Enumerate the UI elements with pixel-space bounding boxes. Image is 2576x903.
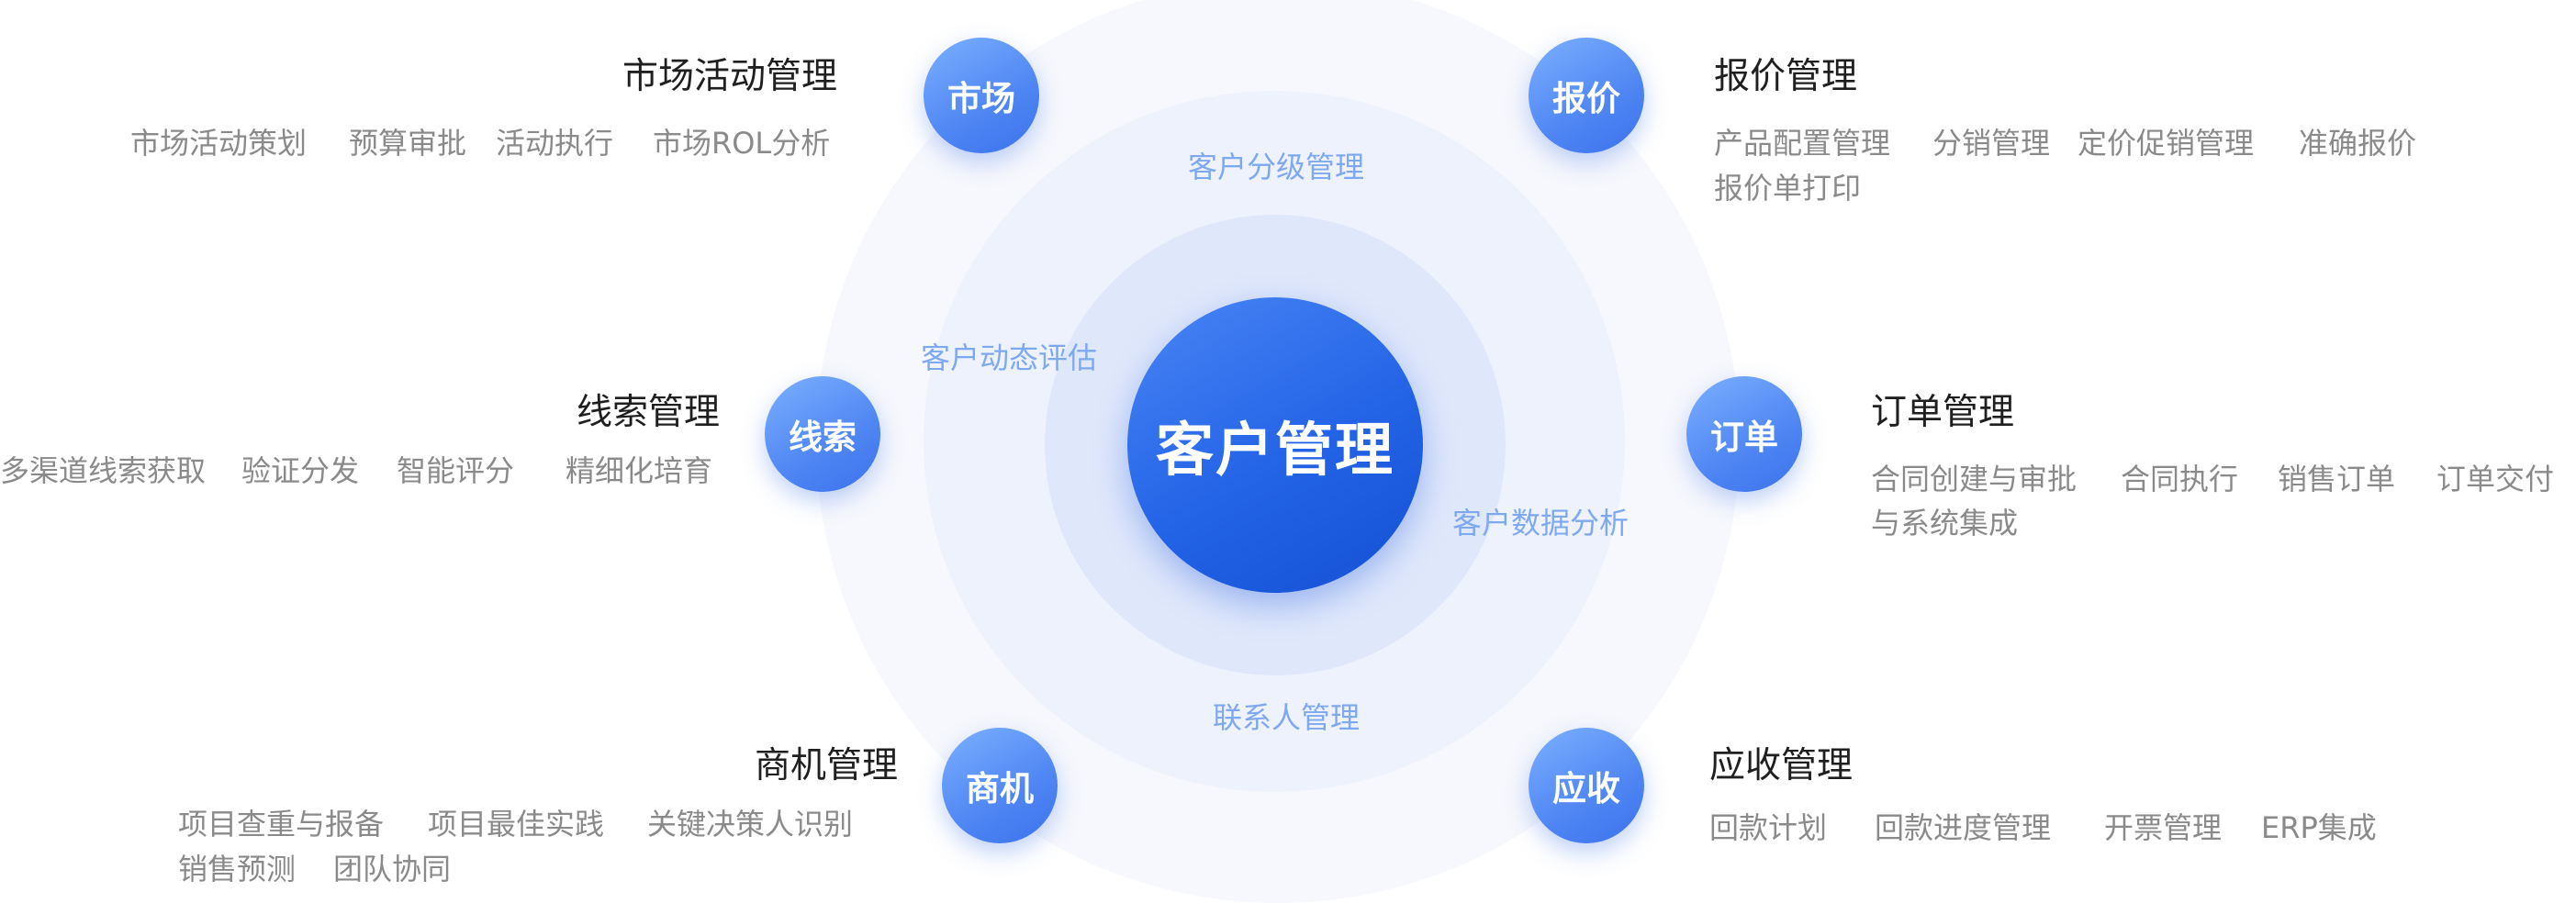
node-market[interactable]: 市场 [924, 38, 1039, 153]
opportunity-item: 关键决策人识别 [647, 807, 854, 842]
receivable-item: ERP集成 [2261, 810, 2377, 845]
node-market-label: 市场 [947, 79, 1015, 118]
center-label: 客户管理 [1156, 416, 1394, 484]
node-order-label: 订单 [1710, 418, 1778, 457]
node-quote[interactable]: 报价 [1529, 38, 1644, 153]
order-item: 与系统集成 [1871, 506, 2019, 541]
opportunity-item: 项目最佳实践 [428, 807, 605, 842]
ring-label-left: 客户动态评估 [921, 340, 1098, 375]
order-item: 合同执行 [2121, 462, 2239, 496]
receivable-title: 应收管理 [1709, 745, 1854, 786]
market-item: 市场活动策划 [130, 126, 308, 161]
lead-item: 智能评分 [397, 453, 515, 488]
order-item: 订单交付 [2436, 462, 2555, 496]
order-item: 销售订单 [2278, 462, 2396, 496]
ring-label-right: 客户数据分析 [1452, 506, 1630, 541]
market-item: 市场ROL分析 [653, 126, 831, 161]
market-item: 活动执行 [496, 126, 614, 161]
center-node-customer-management[interactable]: 客户管理 [1127, 297, 1423, 593]
opportunity-title: 商机管理 [754, 745, 898, 786]
node-lead[interactable]: 线索 [765, 376, 880, 492]
quote-item: 产品配置管理 [1714, 126, 1891, 161]
lead-item: 精细化培育 [566, 453, 713, 488]
node-lead-label: 线索 [789, 418, 857, 457]
opportunity-item: 销售预测 [178, 852, 297, 886]
ring-label-bottom: 联系人管理 [1213, 700, 1361, 735]
opportunity-items-line2: 销售预测 团队协同 [178, 846, 545, 886]
lead-title: 线索管理 [576, 392, 720, 433]
quote-item: 分销管理 [1932, 126, 2051, 161]
opportunity-item: 团队协同 [333, 852, 452, 886]
quote-item: 报价单打印 [1714, 171, 1862, 206]
receivable-item: 回款进度管理 [1875, 810, 2052, 845]
node-opportunity-label: 商机 [966, 769, 1034, 808]
order-item: 合同创建与审批 [1871, 462, 2078, 496]
opportunity-item: 项目查重与报备 [178, 807, 385, 842]
receivable-item: 开票管理 [2104, 810, 2223, 845]
market-title: 市场活动管理 [622, 56, 837, 97]
quote-item: 定价促销管理 [2078, 126, 2255, 161]
opportunity-items-line1: 项目查重与报备 项目最佳实践 关键决策人识别 [178, 801, 894, 842]
node-order[interactable]: 订单 [1686, 376, 1802, 492]
node-opportunity[interactable]: 商机 [942, 728, 1058, 843]
receivable-items: 回款计划 回款进度管理 开票管理 ERP集成 [1709, 805, 2444, 845]
node-receivable[interactable]: 应收 [1529, 728, 1644, 843]
quote-title: 报价管理 [1714, 56, 1858, 97]
node-quote-label: 报价 [1552, 79, 1620, 118]
quote-item: 准确报价 [2299, 126, 2417, 161]
ring-label-top: 客户分级管理 [1188, 150, 1365, 184]
lead-items: 多渠道线索获取 验证分发 智能评分 精细化培育 [0, 448, 734, 488]
market-items: 市场活动策划 预算审批 活动执行 市场ROL分析 [130, 120, 846, 161]
order-items-line1: 合同创建与审批 合同执行 销售订单 订单交付 [1871, 456, 2576, 496]
market-item: 预算审批 [349, 126, 467, 161]
node-receivable-label: 应收 [1552, 769, 1620, 808]
lead-item: 多渠道线索获取 [0, 453, 207, 488]
lead-item: 验证分发 [241, 453, 360, 488]
receivable-item: 回款计划 [1709, 810, 1828, 845]
order-title: 订单管理 [1871, 392, 2015, 433]
quote-items-line1: 产品配置管理 分销管理 定价促销管理 准确报价 [1714, 120, 2448, 161]
